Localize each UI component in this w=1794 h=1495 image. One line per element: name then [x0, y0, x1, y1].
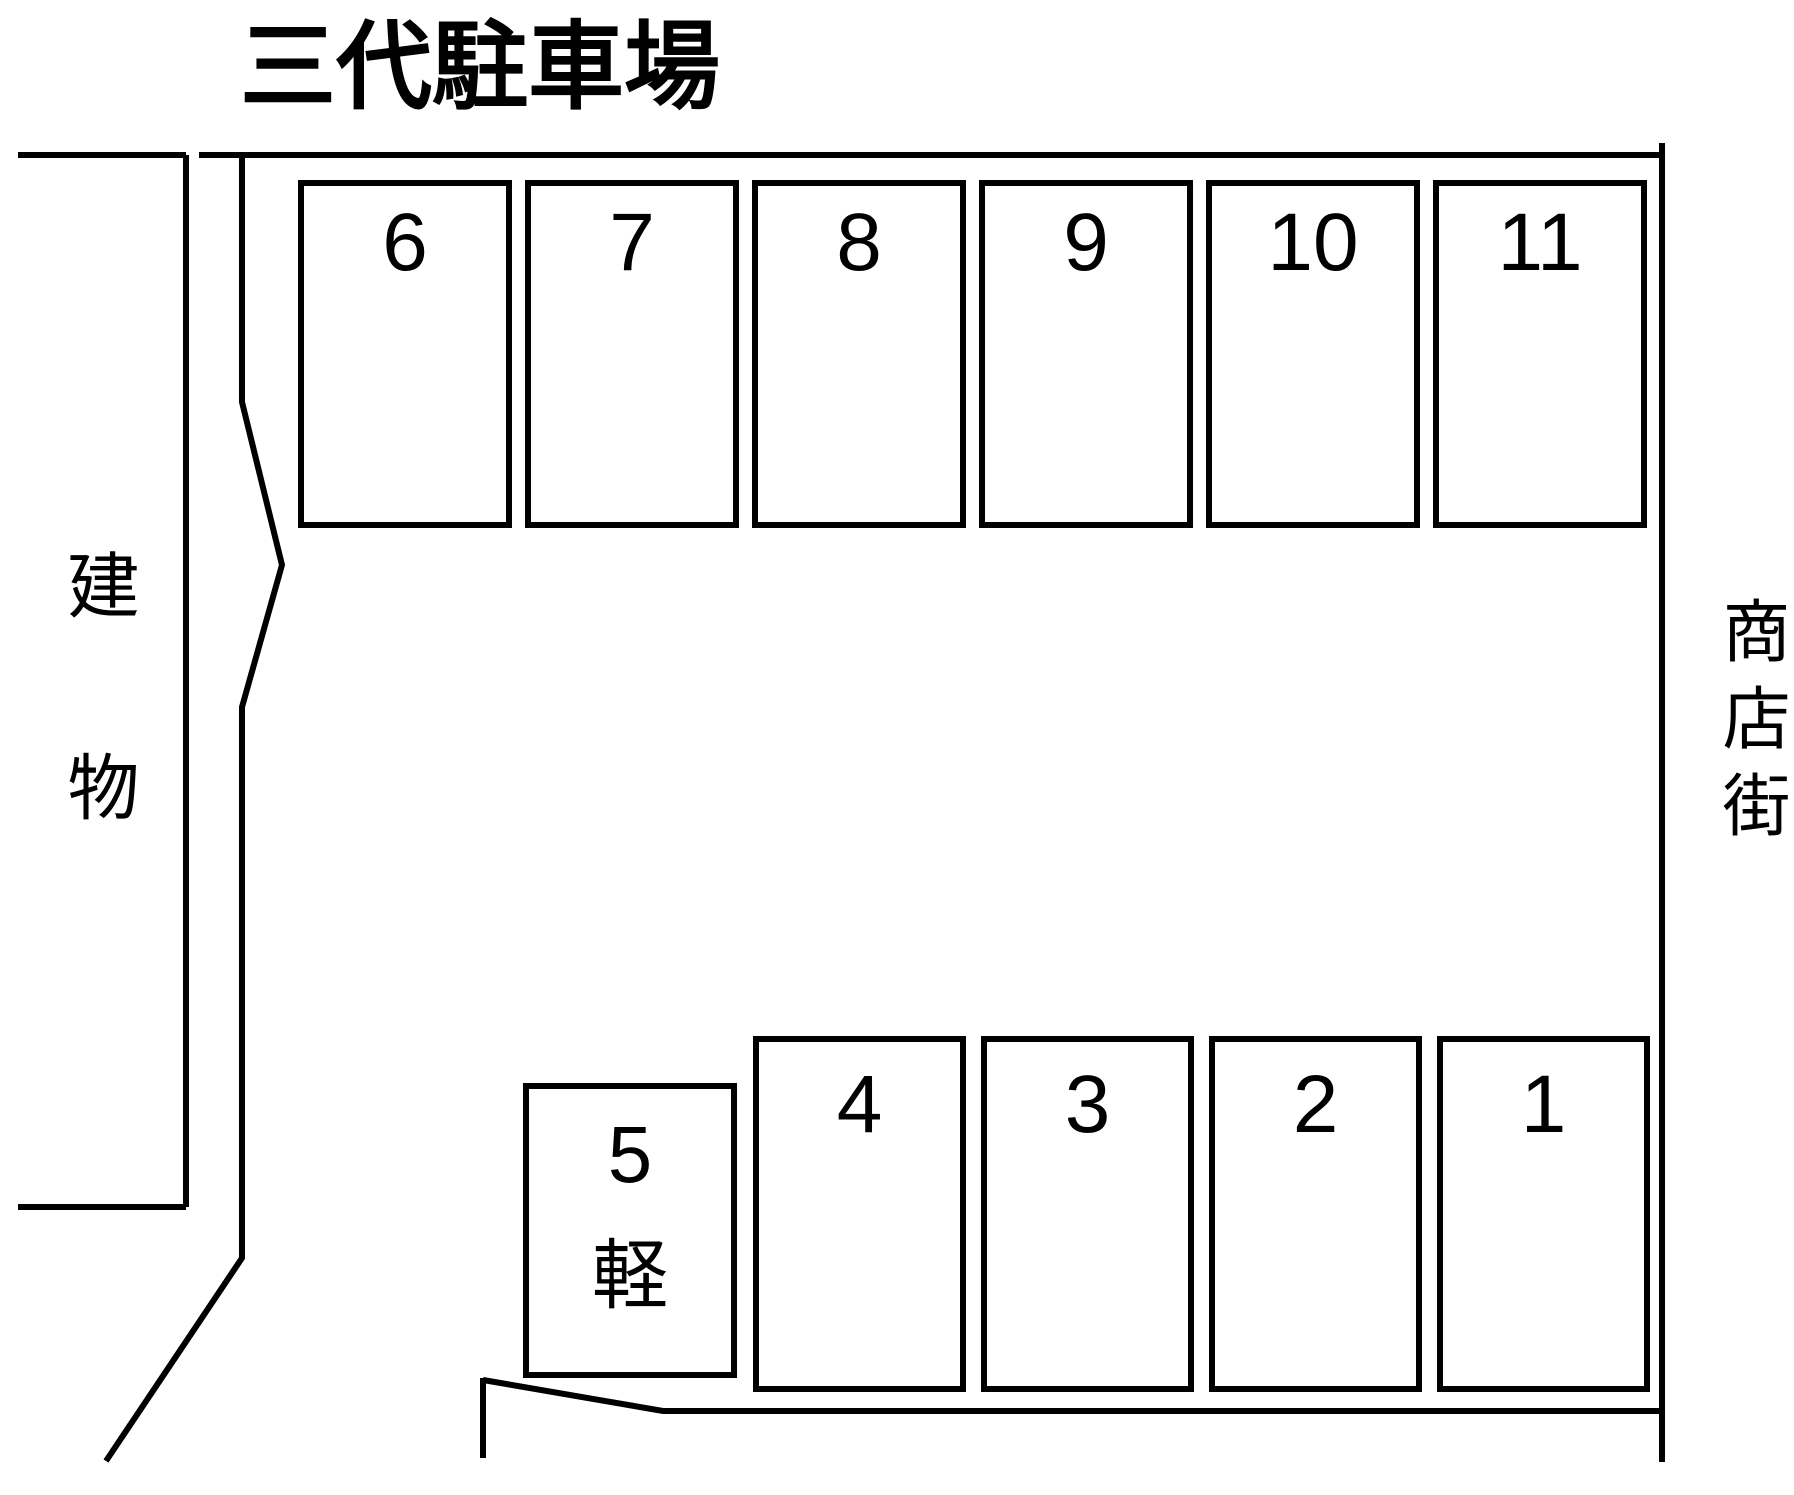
- parking-space-8: 8: [752, 180, 966, 528]
- parking-space-5-kei: 5 軽: [523, 1083, 737, 1378]
- building-outline: [18, 152, 189, 1210]
- space-number: 4: [836, 1059, 883, 1150]
- building-label: 建物: [56, 548, 136, 952]
- space-number: 3: [1064, 1059, 1111, 1150]
- parking-space-9: 9: [979, 180, 1193, 528]
- kei-vehicle-label: 軽: [592, 1234, 668, 1319]
- space-number: 2: [1292, 1059, 1339, 1150]
- space-number: 11: [1497, 197, 1583, 288]
- space-number: 8: [836, 197, 882, 288]
- parking-space-1: 1: [1437, 1036, 1650, 1392]
- space-number: 6: [382, 197, 428, 288]
- left-boundary-line: [103, 155, 286, 1463]
- parking-space-6: 6: [298, 180, 512, 528]
- parking-space-2: 2: [1209, 1036, 1422, 1392]
- shopping-street-label: 商店街: [1712, 596, 1788, 857]
- space-number: 9: [1063, 197, 1109, 288]
- parking-space-7: 7: [525, 180, 739, 528]
- space-number: 5: [607, 1110, 653, 1199]
- space-number: 1: [1520, 1059, 1567, 1150]
- space-number: 10: [1267, 197, 1359, 288]
- parking-space-3: 3: [981, 1036, 1194, 1392]
- space-number: 7: [609, 197, 655, 288]
- diagram-title: 三代駐車場: [240, 14, 720, 121]
- parking-space-11: 11: [1433, 180, 1647, 528]
- parking-space-4: 4: [753, 1036, 966, 1392]
- parking-space-10: 10: [1206, 180, 1420, 528]
- bottom-boundary-line: [480, 1377, 1662, 1458]
